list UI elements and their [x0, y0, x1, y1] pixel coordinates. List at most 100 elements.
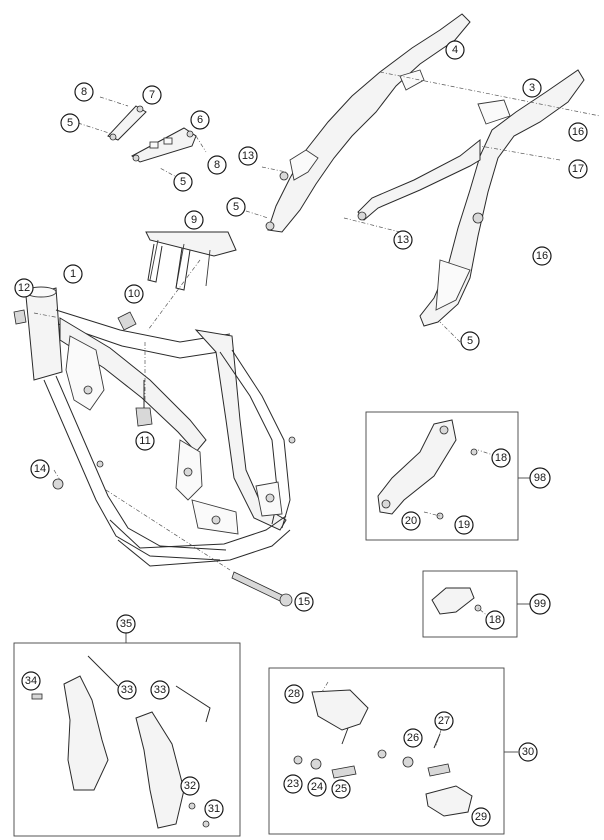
svg-text:32: 32 — [184, 780, 196, 792]
callout-26: 26 — [403, 728, 423, 748]
svg-text:6: 6 — [197, 114, 203, 126]
footrest-28 — [311, 689, 369, 731]
svg-text:26: 26 — [407, 732, 419, 744]
callout-18-b: 18 — [485, 610, 505, 630]
svg-text:8: 8 — [214, 159, 220, 171]
svg-text:4: 4 — [452, 44, 458, 56]
frame-protector-left — [63, 675, 109, 791]
svg-text:35: 35 — [120, 618, 132, 630]
axle-bolt-15 — [231, 571, 293, 607]
callout-98: 98 — [529, 467, 551, 489]
svg-text:14: 14 — [34, 463, 46, 475]
svg-text:13: 13 — [242, 150, 254, 162]
frame-protector-right — [135, 711, 185, 829]
nut-14 — [52, 478, 64, 490]
bracket-7 — [107, 105, 147, 141]
callout-16-a: 16 — [568, 122, 588, 142]
svg-text:24: 24 — [311, 781, 323, 793]
main-frame — [25, 286, 296, 567]
svg-text:29: 29 — [475, 811, 487, 823]
callout-23: 23 — [283, 774, 303, 794]
callout-19: 19 — [454, 515, 474, 535]
svg-text:16: 16 — [572, 126, 584, 138]
svg-text:10: 10 — [128, 288, 140, 300]
callout-25: 25 — [331, 779, 351, 799]
svg-text:31: 31 — [208, 803, 220, 815]
callout-18-a: 18 — [491, 448, 511, 468]
callout-4: 4 — [445, 40, 465, 60]
callout-32: 32 — [180, 776, 200, 796]
callout-30: 30 — [518, 742, 538, 762]
callout-17: 17 — [568, 159, 588, 179]
svg-text:5: 5 — [233, 201, 239, 213]
side-stand-bracket-98 — [377, 419, 478, 520]
svg-text:11: 11 — [139, 435, 150, 447]
callout-28: 28 — [284, 684, 304, 704]
svg-text:16: 16 — [536, 250, 548, 262]
subframe-upper-rail — [265, 13, 471, 233]
callout-24: 24 — [307, 777, 327, 797]
svg-text:15: 15 — [298, 596, 310, 608]
svg-text:5: 5 — [467, 335, 473, 347]
callout-16-b: 16 — [532, 246, 552, 266]
callout-33-a: 33 — [117, 680, 137, 700]
svg-text:28: 28 — [288, 688, 300, 700]
svg-text:12: 12 — [18, 282, 30, 294]
callout-5-a: 5 — [60, 113, 80, 133]
svg-text:30: 30 — [522, 746, 534, 758]
svg-text:27: 27 — [438, 715, 450, 727]
callout-13-b: 13 — [393, 230, 413, 250]
svg-text:19: 19 — [458, 519, 470, 531]
svg-text:98: 98 — [534, 472, 546, 484]
svg-text:5: 5 — [67, 117, 73, 129]
callout-5-b: 5 — [173, 172, 193, 192]
svg-text:8: 8 — [81, 86, 87, 98]
leader-lines — [33, 71, 601, 747]
battery-strap-9 — [145, 231, 237, 291]
cable-33 — [87, 655, 211, 723]
callout-8-b: 8 — [207, 155, 227, 175]
callout-10: 10 — [124, 284, 144, 304]
callout-34: 34 — [21, 671, 41, 691]
svg-text:33: 33 — [121, 684, 133, 696]
group-box-99 — [422, 570, 530, 638]
hardware-31-32-34 — [31, 693, 210, 828]
group-box-98 — [365, 411, 530, 541]
svg-text:23: 23 — [287, 778, 299, 790]
svg-text:13: 13 — [397, 234, 409, 246]
callout-11: 11 — [135, 431, 155, 451]
callout-7: 7 — [142, 85, 162, 105]
callout-1: 1 — [63, 264, 83, 284]
svg-text:20: 20 — [405, 515, 417, 527]
svg-text:99: 99 — [534, 598, 546, 610]
part-99 — [431, 587, 482, 615]
callout-33-b: 33 — [150, 680, 170, 700]
svg-text:25: 25 — [335, 783, 347, 795]
svg-text:7: 7 — [149, 89, 155, 101]
svg-text:9: 9 — [191, 214, 197, 226]
svg-text:5: 5 — [180, 176, 186, 188]
callout-5-c: 5 — [226, 197, 246, 217]
group-box-30 — [268, 667, 518, 835]
callout-3: 3 — [522, 78, 542, 98]
svg-text:3: 3 — [529, 82, 535, 94]
svg-text:1: 1 — [70, 268, 76, 280]
callout-6: 6 — [190, 110, 210, 130]
footrest-29 — [425, 785, 473, 817]
svg-text:17: 17 — [572, 163, 584, 175]
svg-text:18: 18 — [489, 614, 501, 626]
callout-29: 29 — [471, 807, 491, 827]
callout-12: 12 — [14, 278, 34, 298]
callout-99: 99 — [529, 593, 551, 615]
group-box-35 — [13, 632, 241, 837]
callout-15: 15 — [294, 592, 314, 612]
callout-13-a: 13 — [238, 146, 258, 166]
callout-5-d: 5 — [460, 331, 480, 351]
bracket-6 — [131, 127, 197, 163]
subframe-lower-section — [357, 69, 585, 327]
callout-35: 35 — [116, 614, 136, 634]
callout-9: 9 — [184, 210, 204, 230]
svg-text:33: 33 — [154, 684, 166, 696]
clip-10 — [117, 311, 137, 331]
